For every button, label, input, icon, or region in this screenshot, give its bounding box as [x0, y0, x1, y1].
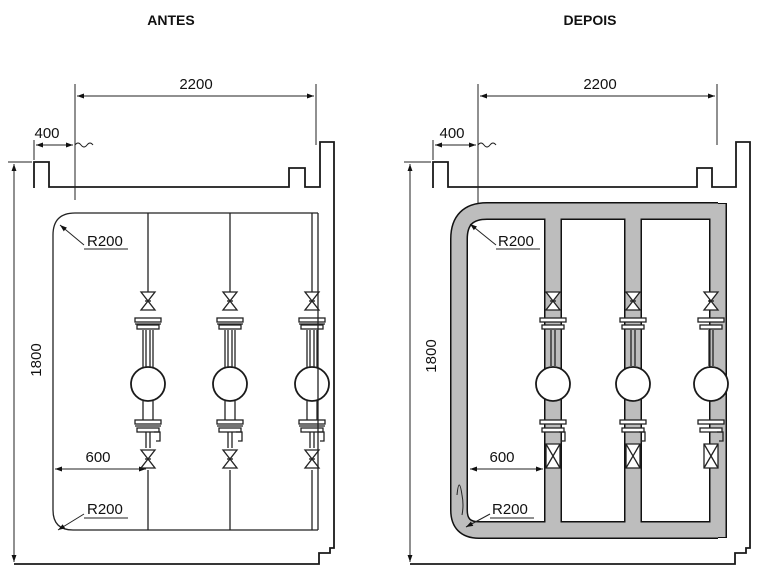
- dimension-radius-bottom: R200: [57, 501, 128, 531]
- dimension-radius-bottom: R200: [465, 501, 534, 528]
- panel-title: ANTES: [147, 12, 194, 28]
- meter-assembly: [294, 291, 330, 469]
- panel-depois: DEPOIS 2200 400 1800: [404, 12, 751, 565]
- dimension-inlet-length: 600: [470, 449, 543, 472]
- enclosure-outline: [14, 141, 335, 565]
- dimension-label: 400: [439, 125, 464, 142]
- dimension-height: 1800: [8, 161, 45, 562]
- dimension-offset: 400: [432, 125, 497, 160]
- meter-assembly: [693, 291, 729, 469]
- dimension-label: 2200: [583, 76, 616, 93]
- dimension-label: 2200: [179, 76, 212, 93]
- pipe-network: [450, 202, 727, 539]
- dimension-height: 1800: [404, 161, 440, 562]
- dimension-label: 600: [489, 449, 514, 466]
- pipe-network: [52, 212, 319, 531]
- meter-assembly: [130, 291, 166, 469]
- dimension-label: R200: [87, 501, 123, 518]
- dimension-offset: 400: [33, 125, 94, 160]
- enclosure-outline: [410, 141, 751, 565]
- meter-assembly: [615, 291, 651, 469]
- dimension-label: R200: [87, 233, 123, 250]
- panel-antes: ANTES 2200 400 1800: [8, 12, 335, 565]
- dimension-total-width: 2200: [74, 76, 317, 200]
- dimension-label: R200: [492, 501, 528, 518]
- dimension-label: 1800: [423, 339, 440, 372]
- dimension-radius-top: R200: [59, 224, 128, 250]
- dimension-label: 1800: [28, 343, 45, 376]
- dimension-radius-top: R200: [469, 223, 540, 250]
- dimension-label: 600: [85, 449, 110, 466]
- dimension-label: R200: [498, 233, 534, 250]
- meter-assembly: [212, 291, 248, 469]
- dimension-inlet-length: 600: [55, 449, 146, 472]
- meter-assembly: [535, 291, 571, 469]
- dimension-total-width: 2200: [477, 76, 718, 208]
- dimension-label: 400: [34, 125, 59, 142]
- panel-title: DEPOIS: [564, 12, 617, 28]
